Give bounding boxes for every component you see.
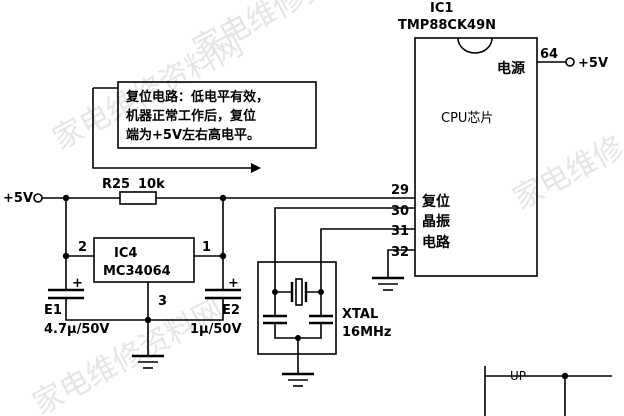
supply-right-label: +5V [578,56,608,71]
ic4-pin3-number: 3 [158,294,167,309]
pin31-number: 31 [391,224,409,239]
ic1-ref: IC1 [430,1,453,16]
e1-polarity: + [72,276,83,291]
annotation-arrow [92,87,261,173]
supply-terminal-right [565,57,575,67]
ic1-power-label: 电源 [497,60,525,77]
xtal-left-lead [274,276,292,293]
ground-bus [65,298,224,321]
ground-symbol-left [132,354,164,369]
ic1-chip [414,37,538,277]
junction-ic4-pin1 [219,252,227,260]
ic1-osc-label-1: 晶振 [422,213,450,230]
xtal-ref: XTAL [342,307,378,322]
pin30-wire [274,207,415,276]
svg-text:家电维修: 家电维修 [507,130,624,217]
e1-value: 4.7μ/50V [44,322,110,337]
supply-terminal-left [33,193,43,203]
xtal-frequency: 16MHz [342,325,391,340]
fragment-junction [561,372,569,380]
ic1-reset-label: 复位 [421,193,450,210]
junction-ic4-pin2 [62,252,70,260]
ground-symbol-pin32 [372,276,404,291]
ic1-notch [457,37,493,54]
pin31-wire [320,228,415,276]
ic1-part-number: TMP88CK49N [398,18,496,33]
ic1-core-label: CPU芯片 [441,111,493,126]
supply-left-label: +5V [3,191,33,206]
xtal-right-lead [306,276,322,293]
ic4-part-number: MC34064 [103,264,171,279]
pin32-number: 32 [391,245,409,260]
r25-value: 10k [138,177,165,192]
r25-resistor [119,191,157,205]
e2-ref: E2 [222,303,240,318]
pin30-number: 30 [391,204,409,219]
fragment-label: UP [510,369,526,383]
svg-text:家电维修资料网: 家电维修资料网 [187,0,389,67]
load-capacitor-right [309,314,333,325]
xtal-enclosure [257,261,337,355]
e1-capacitor [48,288,84,300]
e1-ref: E1 [44,303,62,318]
r25-ref: R25 [102,177,130,192]
ic4-pin2-number: 2 [78,240,87,255]
pin64-number: 64 [540,47,558,62]
e2-polarity: + [228,276,239,291]
annotation-line-2: 机器正常工作后，复位 [126,108,256,124]
annotation-line-1: 复位电路：低电平有效， [125,89,269,105]
crystal-symbol [290,278,308,306]
pin29-number: 29 [391,183,409,198]
ic4-chip [93,237,195,283]
ic1-osc-label-2: 电路 [422,234,451,251]
e2-value: 1μ/50V [190,322,242,337]
annotation-box [117,81,317,149]
load-capacitor-left [263,314,287,325]
ic4-ref: IC4 [114,246,137,261]
annotation-line-3: 端为+5V左右高电平。 [126,127,260,143]
ic4-pin1-number: 1 [202,240,211,255]
pin32-wire [387,249,415,278]
ground-symbol-xtal [282,372,314,387]
